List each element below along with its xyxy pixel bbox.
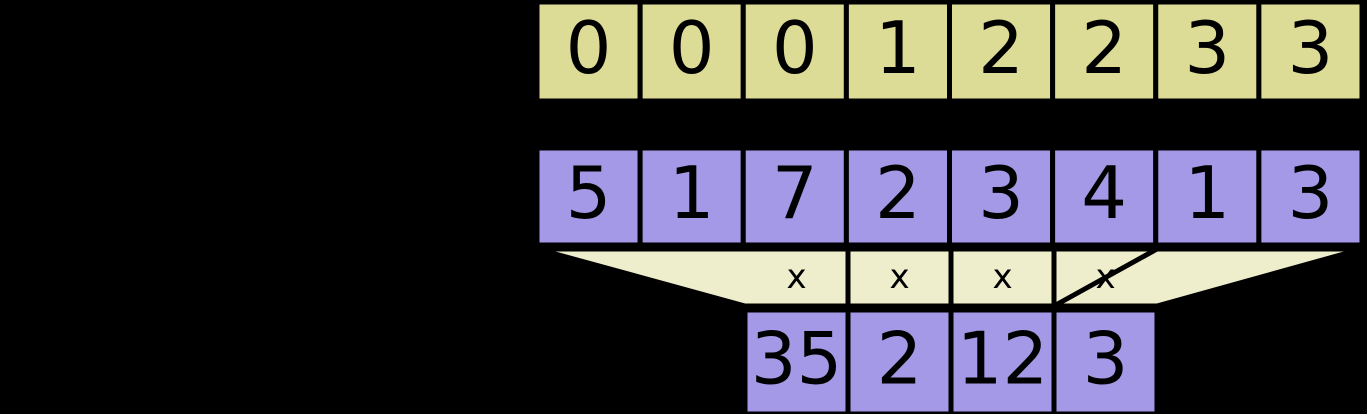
index-cell-label-5: 2 [1081,6,1127,90]
result-cell-label-1: 2 [877,317,923,401]
row-result-array: 35 2 12 3 [742,307,1160,414]
index-cell-7 [1256,0,1365,104]
index-cell-label-1: 0 [669,6,715,90]
value-cell-label-0: 5 [566,151,612,235]
result-cell-label-2: 12 [957,317,1049,401]
value-cell-4 [947,145,1056,248]
value-cell-label-4: 3 [978,151,1024,235]
index-cell-0 [534,0,643,104]
value-cell-label-3: 2 [875,151,921,235]
result-cell-label-0: 35 [751,317,843,401]
result-cell-label-3: 3 [1083,317,1129,401]
index-cell-label-0: 0 [566,6,612,90]
value-cell-label-1: 1 [669,151,715,235]
result-cell-0 [742,307,851,414]
value-cell-1 [637,145,746,248]
multiply-mark-1: x [889,257,909,297]
value-cell-label-6: 1 [1184,151,1230,235]
multiply-mark-2: x [992,257,1012,297]
value-cell-label-7: 3 [1288,151,1334,235]
index-cell-2 [740,0,849,104]
index-cell-4 [947,0,1056,104]
multiply-mark-3: x [1095,257,1115,297]
index-cell-label-2: 0 [772,6,818,90]
multiply-mark-0: x [786,257,806,297]
value-cell-7 [1256,145,1365,248]
index-cell-label-3: 1 [875,6,921,90]
index-cell-label-7: 3 [1288,6,1334,90]
value-cell-label-5: 4 [1081,151,1127,235]
index-cell-label-4: 2 [978,6,1024,90]
connector-diagonal [1052,246,1159,309]
value-cell-3 [843,145,952,248]
value-cell-0 [534,145,643,248]
index-cell-label-6: 3 [1184,6,1230,90]
index-cell-1 [637,0,746,104]
index-cell-6 [1153,0,1262,104]
result-cell-3 [1051,307,1160,414]
value-cell-label-2: 7 [772,151,818,235]
